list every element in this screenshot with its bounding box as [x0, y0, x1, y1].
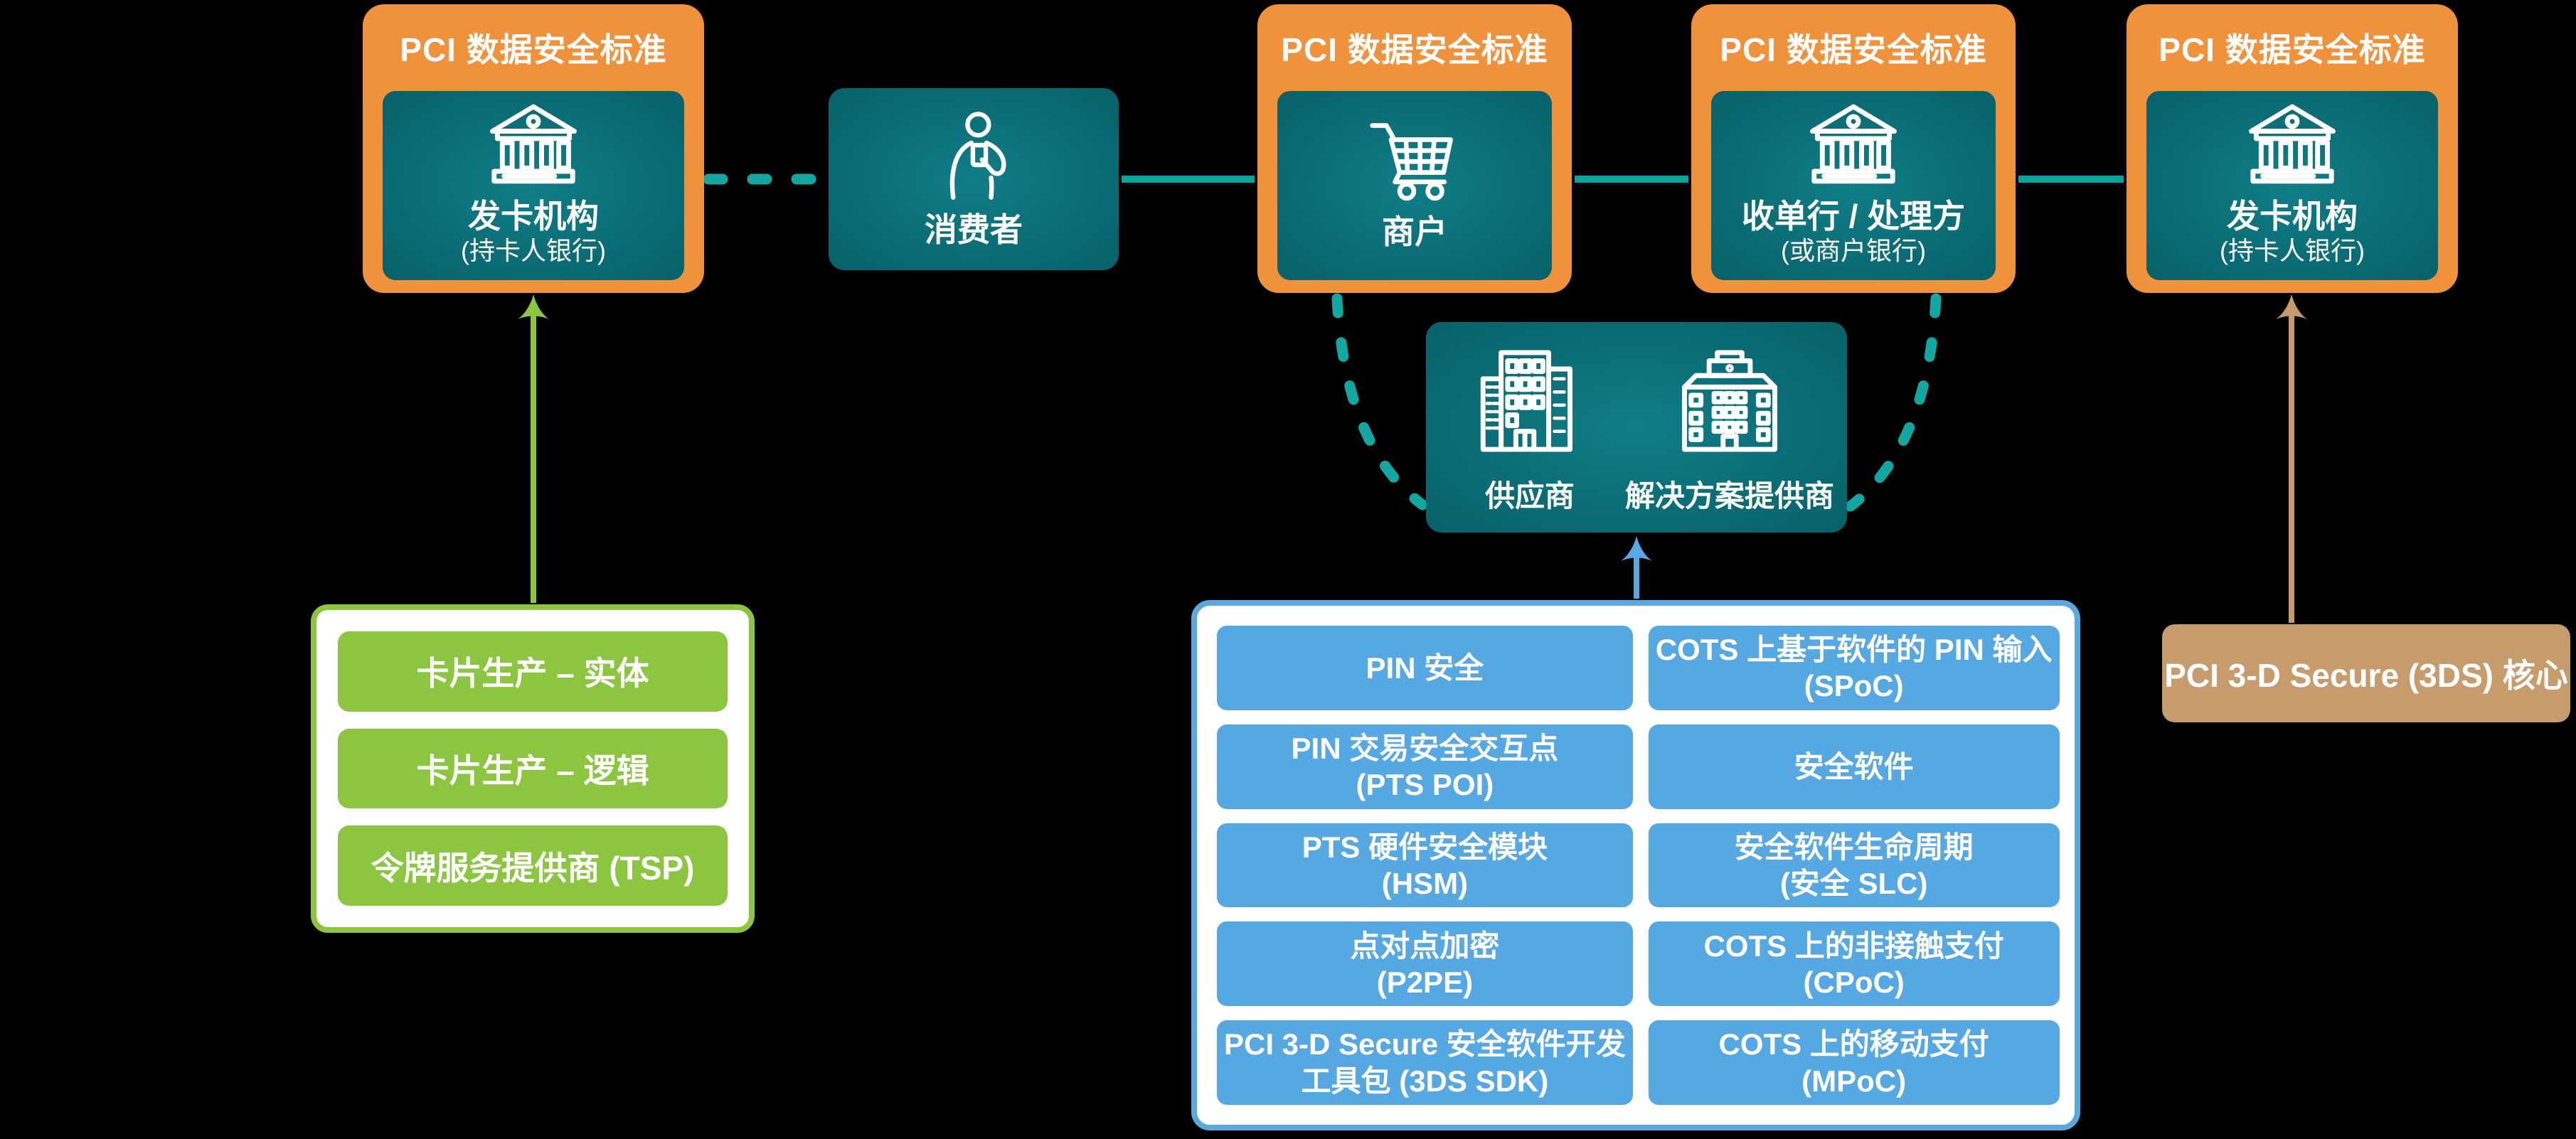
issuer-standard-item: 令牌服务提供商 (TSP) [338, 825, 728, 907]
node-title: 消费者 [925, 211, 1023, 249]
provider-standards-right-column: COTS 上基于软件的 PIN 输入 (SPoC) 安全软件 安全软件生命周期 … [1648, 626, 2060, 1105]
node-title: 商户 [1382, 213, 1447, 251]
merchant-node: PCI 数据安全标准 商户 [1257, 4, 1572, 293]
consumer-icon [949, 112, 1006, 200]
pci-dss-header: PCI 数据安全标准 [1720, 31, 1987, 68]
standard-line: PIN 交易安全交互点 [1291, 731, 1559, 765]
shopping-cart-icon [1370, 123, 1453, 201]
vendor-label: 供应商 [1484, 479, 1575, 513]
provider-standard-item: PIN 交易安全交互点 (PTS POI) [1217, 724, 1633, 809]
consumer-node: 消费者 [829, 88, 1119, 270]
bank-icon [1810, 104, 1897, 183]
provider-standard-item: 点对点加密 (P2PE) [1217, 921, 1633, 1007]
issuer-standards-group: 卡片生产 – 实体 卡片生产 – 逻辑 令牌服务提供商 (TSP) [311, 604, 755, 933]
issuer-standard-item: 卡片生产 – 逻辑 [338, 728, 728, 809]
standard-line: (PTS POI) [1356, 768, 1494, 802]
merchant-providers-dashed-curve [1331, 293, 1428, 510]
provider-standards-group: PIN 安全 PIN 交易安全交互点 (PTS POI) PTS 硬件安全模块 … [1191, 600, 2080, 1130]
standard-line: PIN 安全 [1366, 651, 1484, 685]
standard-line: (SPoC) [1804, 669, 1904, 703]
issuer-right-node: PCI 数据安全标准 发卡机构 (持卡人银行) [2127, 4, 2458, 293]
provider-standards-left-column: PIN 安全 PIN 交易安全交互点 (PTS POI) PTS 硬件安全模块 … [1217, 626, 1633, 1105]
pci-dss-header: PCI 数据安全标准 [2159, 31, 2426, 68]
solution-provider-column: 解决方案提供商 [1625, 342, 1834, 515]
provider-standard-item: PTS 硬件安全模块 (HSM) [1217, 823, 1633, 908]
standard-line: (HSM) [1381, 866, 1469, 900]
issuer-standard-item: 卡片生产 – 实体 [338, 631, 728, 712]
standard-line: COTS 上的移动支付 [1718, 1027, 1989, 1062]
provider-standard-item: PIN 安全 [1217, 626, 1633, 710]
acquirer-node: PCI 数据安全标准 收单行 / 处理方 (或商户银行) [1691, 4, 2016, 293]
standard-line: (MPoC) [1801, 1064, 1907, 1098]
standard-line: (CPoC) [1803, 965, 1905, 999]
bank-icon [2249, 104, 2336, 183]
node-subtitle: (持卡人银行) [461, 236, 606, 266]
pci-dss-header: PCI 数据安全标准 [1281, 31, 1548, 68]
solution-provider-label: 解决方案提供商 [1624, 479, 1834, 513]
standard-line: 安全软件生命周期 [1734, 830, 1974, 864]
provider-standard-item: COTS 上基于软件的 PIN 输入 (SPoC) [1648, 626, 2060, 710]
provider-standard-item: 安全软件生命周期 (安全 SLC) [1648, 823, 2060, 908]
node-title: 发卡机构 [2227, 197, 2358, 235]
issuer-left-node: PCI 数据安全标准 发卡机构 (持卡人银行) [363, 4, 704, 293]
standard-line: (安全 SLC) [1779, 866, 1928, 900]
bank-icon [490, 104, 577, 183]
providers-node: 供应商 解决方案提供商 [1426, 322, 1847, 533]
standard-line: PTS 硬件安全模块 [1302, 830, 1548, 864]
pci-dss-header: PCI 数据安全标准 [400, 31, 667, 68]
provider-standard-item: COTS 上的非接触支付 (CPoC) [1648, 921, 2060, 1007]
node-title: 收单行 / 处理方 [1741, 197, 1966, 235]
solution-building-icon [1682, 350, 1777, 452]
standard-line: 安全软件 [1794, 749, 1914, 784]
issuer-left-panel: 发卡机构 (持卡人银行) [383, 91, 684, 280]
merchant-panel: 商户 [1277, 91, 1552, 280]
standard-line: COTS 上基于软件的 PIN 输入 [1655, 633, 2053, 667]
provider-standard-item: COTS 上的移动支付 (MPoC) [1648, 1020, 2060, 1105]
acquirer-panel: 收单行 / 处理方 (或商户银行) [1711, 91, 1996, 280]
node-title: 发卡机构 [468, 197, 599, 235]
threeds-core-node: PCI 3-D Secure (3DS) 核心 [2162, 624, 2570, 722]
vendor-column: 供应商 [1439, 342, 1621, 515]
standard-line: PCI 3-D Secure 安全软件开发 [1224, 1027, 1626, 1062]
standard-line: (P2PE) [1376, 965, 1474, 999]
node-subtitle: (持卡人银行) [2220, 236, 2365, 266]
threeds-core-arrow-head [2276, 294, 2307, 319]
threeds-core-label: PCI 3-D Secure (3DS) 核心 [2164, 657, 2568, 694]
acquirer-providers-dashed-curve [1845, 293, 1942, 512]
issuer-standards-arrow-head [518, 294, 549, 319]
node-subtitle: (或商户银行) [1781, 236, 1926, 266]
office-building-icon [1480, 350, 1572, 452]
provider-standard-item: PCI 3-D Secure 安全软件开发 工具包 (3DS SDK) [1217, 1020, 1633, 1105]
provider-standard-item: 安全软件 [1648, 724, 2060, 809]
issuer-right-panel: 发卡机构 (持卡人银行) [2146, 91, 2438, 280]
standard-line: COTS 上的非接触支付 [1703, 929, 2004, 963]
standard-line: 工具包 (3DS SDK) [1301, 1064, 1549, 1098]
provider-standards-arrow-head [1621, 536, 1652, 561]
standard-line: 点对点加密 [1350, 929, 1500, 963]
